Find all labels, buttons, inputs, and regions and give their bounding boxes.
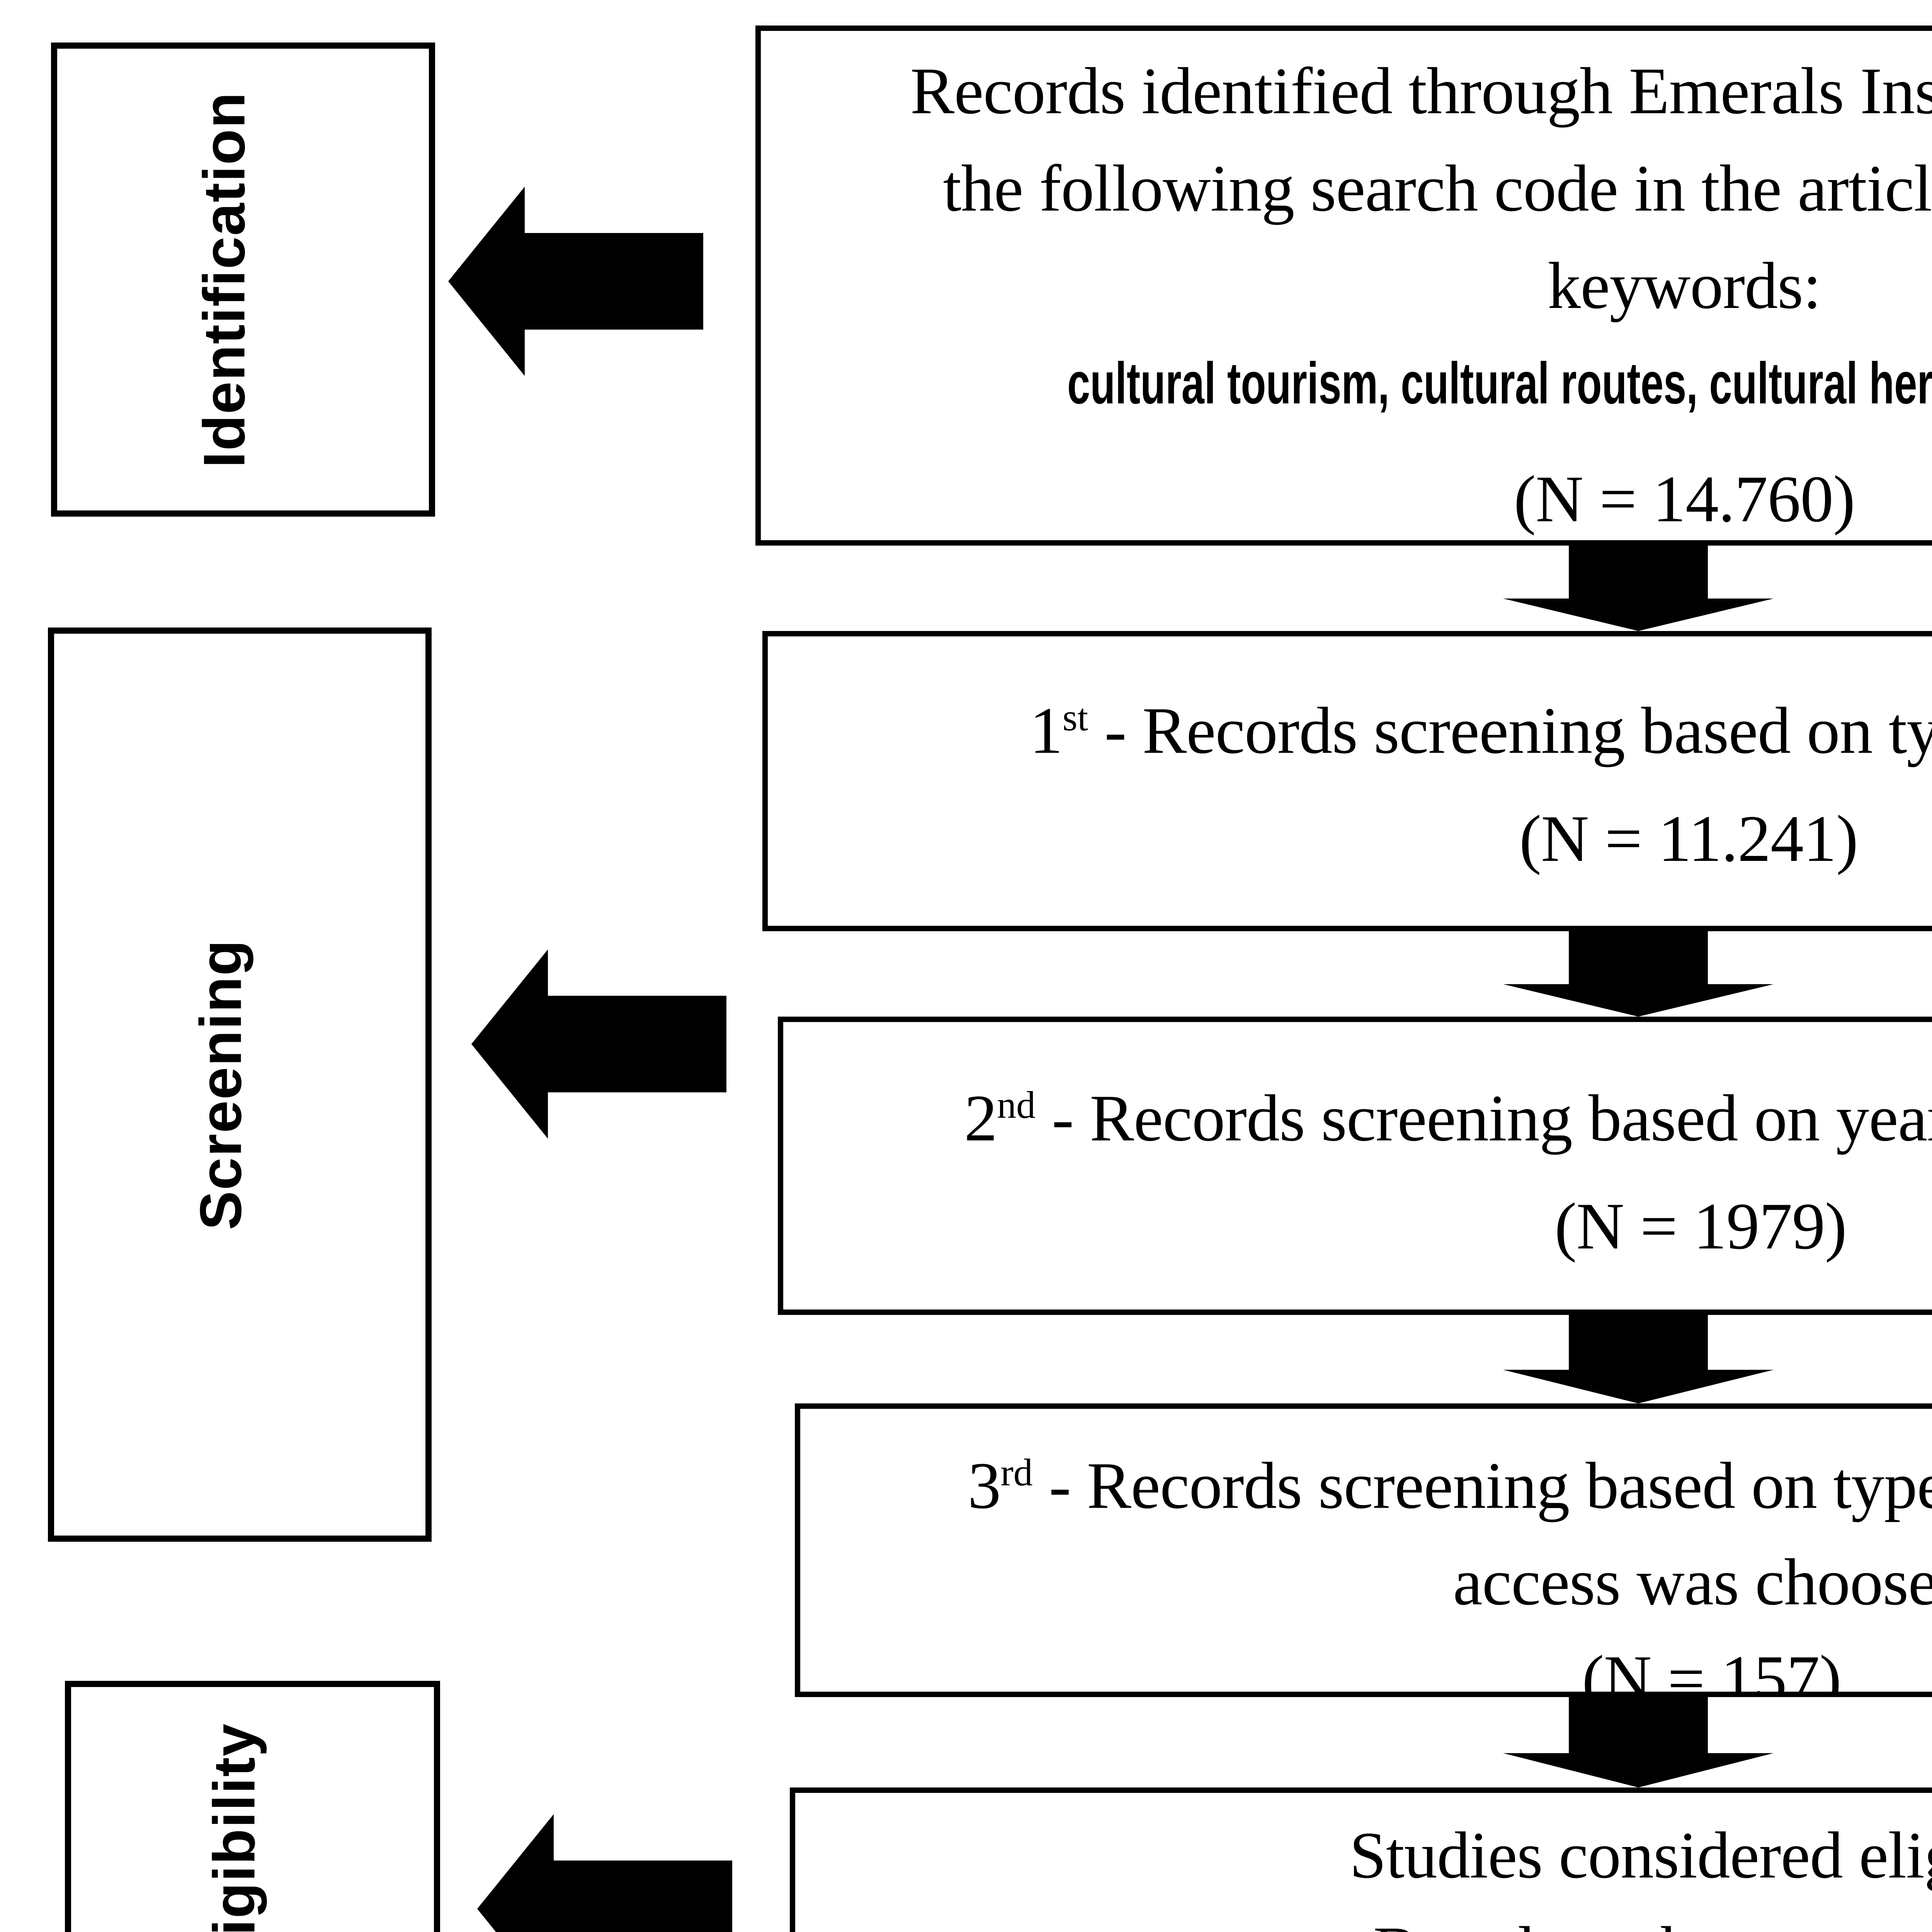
down-arrow-4-icon (1503, 1697, 1774, 1787)
record-count: (N = 157) (1582, 1642, 1842, 1697)
left-arrow-eligibility-icon (477, 1814, 732, 1932)
ordinal-suffix: st (1062, 696, 1088, 739)
down-arrow-3-icon (1503, 1315, 1774, 1403)
ordinal-suffix: rd (1000, 1451, 1033, 1494)
ordinal-number: 2 (964, 1082, 997, 1155)
record-count: (N = 11.241) (1519, 802, 1858, 876)
ordinal-number: 3 (968, 1449, 1001, 1523)
left-arrow-screening-icon (471, 949, 726, 1139)
step-text: - Records screening based on type of doc… (1104, 694, 1932, 768)
ordinal-suffix: nd (997, 1083, 1036, 1126)
box-text-line: keywords: (1548, 249, 1821, 323)
box-text-line: the following search code in the article… (943, 152, 1932, 225)
box-text-line: access was choosen (1453, 1546, 1932, 1619)
stage-box-identification: Identification (51, 43, 435, 517)
stage-box-eligibility: Elligibility (65, 1681, 440, 1932)
box-text-line: Records identified through Emerals Insig… (910, 54, 1932, 128)
box-text-line: 1st - Records screening based on type of… (768, 663, 1932, 785)
ordinal-number: 1 (1029, 694, 1063, 768)
stage-box-screening: Screening (48, 628, 432, 1542)
screening-step3-box: 3rd - Records screening based on type of… (795, 1403, 1932, 1697)
box-text-line: 3rd - Records screening based on type of… (800, 1424, 1932, 1534)
stage-label-screening: Screening (188, 939, 254, 1230)
screening-step2-box: 2nd - Records screening based on year fr… (778, 1017, 1932, 1315)
step-text: - Records screening based on year from 2… (1051, 1082, 1932, 1155)
step-text: - Records screening based on type of acc… (1049, 1449, 1932, 1523)
record-count: (N = 1979) (1554, 1190, 1847, 1264)
search-keywords-line: cultural tourism, cultural routes, cultu… (761, 335, 1932, 451)
identification-records-box: Records identified through Emerals Insig… (755, 26, 1932, 546)
box-text-line: Based on abstract an title (795, 1903, 1932, 1932)
eligibility-box: Studies considered eligible Based on abs… (790, 1787, 1932, 1932)
left-arrow-identification-icon (448, 187, 703, 376)
box-text-line: Studies considered eligible (1349, 1819, 1932, 1892)
box-text-line: 2nd - Records screening based on year fr… (783, 1051, 1932, 1172)
screening-step1-box: 1st - Records screening based on type of… (762, 631, 1932, 931)
stage-label-identification: Identification (191, 91, 257, 468)
down-arrow-1-icon (1503, 546, 1774, 631)
stage-label-eligibility: Elligibility (201, 1723, 267, 1932)
record-count: (N = 14.760) (1514, 463, 1855, 536)
search-keywords-text: cultural tourism, cultural routes, cultu… (1067, 350, 1932, 416)
down-arrow-2-icon (1503, 931, 1774, 1017)
